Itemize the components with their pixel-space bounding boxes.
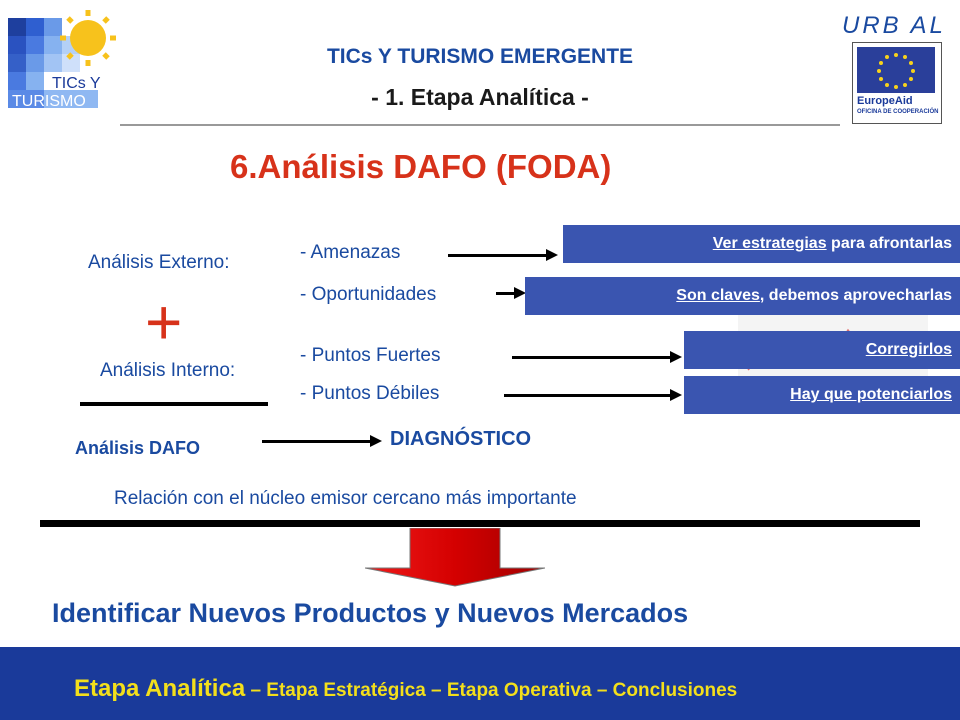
item-oportunidades: - Oportunidades <box>300 284 437 305</box>
label-analisis-dafo: Análisis DAFO <box>75 438 201 458</box>
europeaid-badge: EuropeAid OFICINA DE COOPERACIÓN <box>852 42 942 124</box>
header-divider <box>120 124 840 126</box>
label-interno: Análisis Interno: <box>100 360 236 381</box>
arrow-dafo <box>262 435 382 447</box>
box-fuertes-link[interactable]: Corregirlos <box>865 341 952 358</box>
relacion-text: Relación con el núcleo emisor cercano má… <box>114 488 577 509</box>
sum-line <box>80 402 268 406</box>
arrow-oportunidades <box>496 287 526 299</box>
box-amenazas-rest: para afrontarlas <box>826 235 952 252</box>
label-diagnostico: DIAGNÓSTICO <box>390 428 532 450</box>
box-debiles: Hay que potenciarlos <box>684 376 960 414</box>
item-puntos-debiles: - Puntos Débiles <box>300 383 440 404</box>
footer-bar: Etapa Analítica – Etapa Estratégica – Et… <box>0 647 960 720</box>
box-debiles-link[interactable]: Hay que potenciarlos <box>790 386 952 403</box>
arrow-fuertes <box>512 351 682 363</box>
box-fuertes: Corregirlos <box>684 331 960 369</box>
section-heading: 6.Análisis DAFO (FODA) <box>230 148 612 185</box>
urbal-brand: URB AL <box>842 12 946 39</box>
tics-turismo-logo: TICs Y TURISMO <box>8 8 120 110</box>
eu-flag-icon <box>857 47 935 93</box>
result-divider <box>40 520 920 527</box>
footer-other-stages[interactable]: – Etapa Estratégica – Etapa Operativa – … <box>245 680 738 701</box>
footer-nav: Etapa Analítica – Etapa Estratégica – Et… <box>74 675 737 703</box>
box-oportunidades: Son claves, debemos aprovecharlas <box>525 277 960 315</box>
item-puntos-fuertes: - Puntos Fuertes <box>300 345 441 366</box>
plus-sign: + <box>145 286 183 358</box>
arrow-amenazas <box>448 249 558 261</box>
page-title: TICs Y TURISMO EMERGENTE <box>326 45 634 68</box>
item-amenazas: - Amenazas <box>300 242 401 263</box>
logo-line1: TICs Y <box>52 75 101 92</box>
box-oportunidades-link[interactable]: Son claves <box>676 287 760 304</box>
box-amenazas: Ver estrategias para afrontarlas <box>563 225 960 263</box>
arrow-debiles <box>504 389 682 401</box>
label-externo: Análisis Externo: <box>88 252 230 273</box>
europeaid-name: EuropeAid <box>857 95 913 107</box>
box-amenazas-link[interactable]: Ver estrategias <box>712 235 827 252</box>
logo-mosaic-graphic <box>8 10 116 108</box>
page-subtitle: - 1. Etapa Analítica - <box>371 84 589 110</box>
conclusion-heading: Identificar Nuevos Productos y Nuevos Me… <box>52 598 689 628</box>
logo-line2: TURISMO <box>12 93 86 110</box>
box-oportunidades-rest: , debemos aprovecharlas <box>759 287 952 304</box>
europeaid-subtitle: OFICINA DE COOPERACIÓN <box>857 109 939 115</box>
footer-current-stage[interactable]: Etapa Analítica <box>74 675 246 702</box>
urbal-europeaid-logo: URB AL EuropeAid OFICINA DE COOPERACIÓN <box>830 4 950 124</box>
down-arrow-icon <box>365 528 545 587</box>
